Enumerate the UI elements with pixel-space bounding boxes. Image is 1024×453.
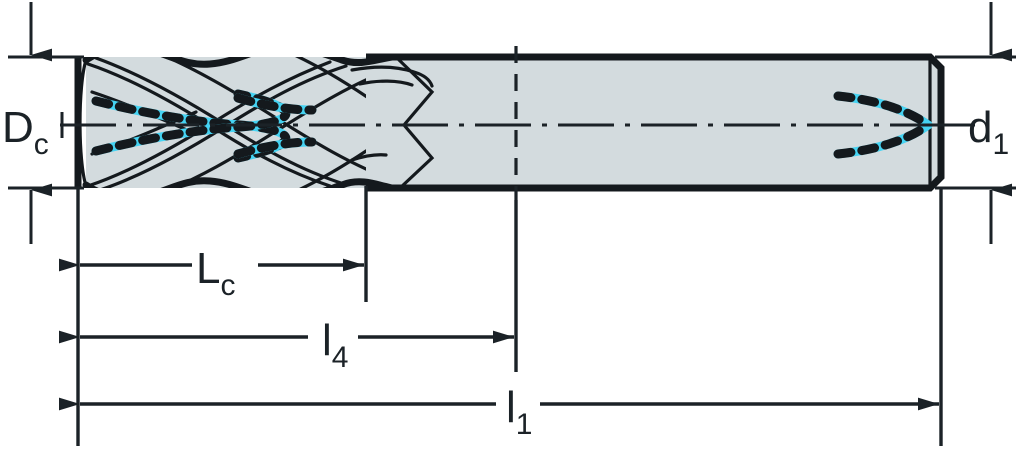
dimension-label-d1: d1: [968, 103, 1009, 161]
flute-profile-group: [82, 57, 524, 188]
dimension-d1: d1: [935, 2, 1016, 244]
shank-outline: [366, 53, 945, 192]
flute-bottom-contour: [82, 177, 524, 188]
tip-relief-arc: [78, 59, 88, 187]
dimension-label-d1-symbol: d: [968, 103, 992, 152]
dimension-label-l1-symbol: l: [506, 383, 516, 432]
flute-top-contour: [82, 57, 424, 68]
dimension-label-Lc-symbol: L: [196, 244, 220, 293]
dimension-label-Dc-subscript: c: [34, 128, 49, 161]
dimension-label-l4-subscript: 4: [332, 341, 349, 374]
dimension-label-l1: l1: [506, 383, 532, 441]
coolant-channel-exit-stubs: [233, 93, 317, 159]
end-mill-body: [60, 46, 960, 200]
dimension-l1: l1: [59, 383, 939, 441]
coolant-channel-shank: [833, 91, 933, 159]
dimension-label-Dc-symbol: D: [2, 103, 34, 152]
dimension-label-l4-symbol: l: [322, 316, 332, 365]
dimension-Lc: Lc: [59, 244, 364, 302]
dimension-label-l1-subscript: 1: [516, 408, 533, 441]
dimension-label-Lc: Lc: [196, 244, 235, 302]
dimension-label-Dc: Dc: [2, 103, 49, 161]
dimension-label-l4: l4: [322, 316, 348, 374]
dimension-l4: l4: [59, 316, 514, 374]
dimension-label-d1-subscript: 1: [992, 128, 1009, 161]
tool-outline-fill: [86, 57, 941, 188]
dimension-label-Lc-subscript: c: [220, 269, 235, 302]
dimension-Dc: Dc: [2, 2, 84, 244]
